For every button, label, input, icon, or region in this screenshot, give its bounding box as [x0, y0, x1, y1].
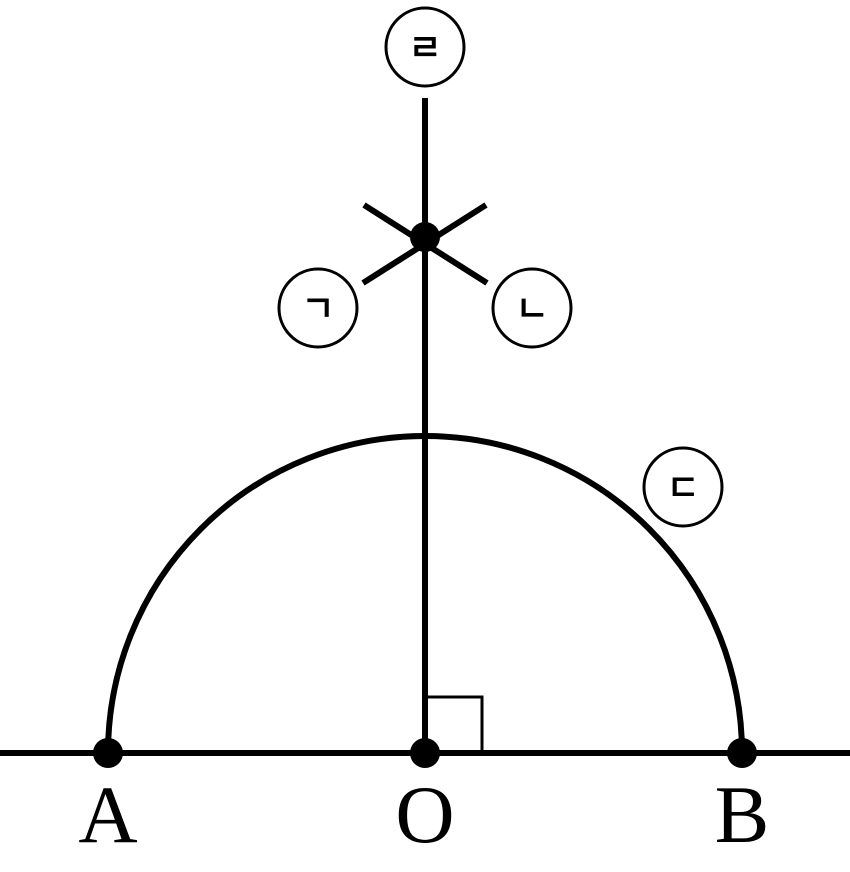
right-angle-mark: [427, 695, 484, 751]
intersection-dot: [410, 222, 440, 252]
step-label-1: ㄱ: [301, 289, 334, 330]
step-marker-2: ㄴ: [491, 267, 573, 349]
step-marker-1: ㄱ: [277, 267, 359, 349]
point-b-dot: [727, 738, 757, 768]
semicircle-arc: [105, 433, 745, 754]
step-marker-3: ㄷ: [642, 446, 724, 528]
step-marker-4: ㄹ: [384, 6, 466, 88]
point-o-dot: [410, 738, 440, 768]
label-b: B: [715, 769, 770, 860]
point-a-dot: [93, 738, 123, 768]
label-a: A: [78, 769, 137, 860]
step-label-3: ㄷ: [666, 468, 699, 509]
step-label-4: ㄹ: [408, 28, 441, 69]
label-o: O: [395, 769, 454, 860]
step-label-2: ㄴ: [515, 289, 548, 330]
